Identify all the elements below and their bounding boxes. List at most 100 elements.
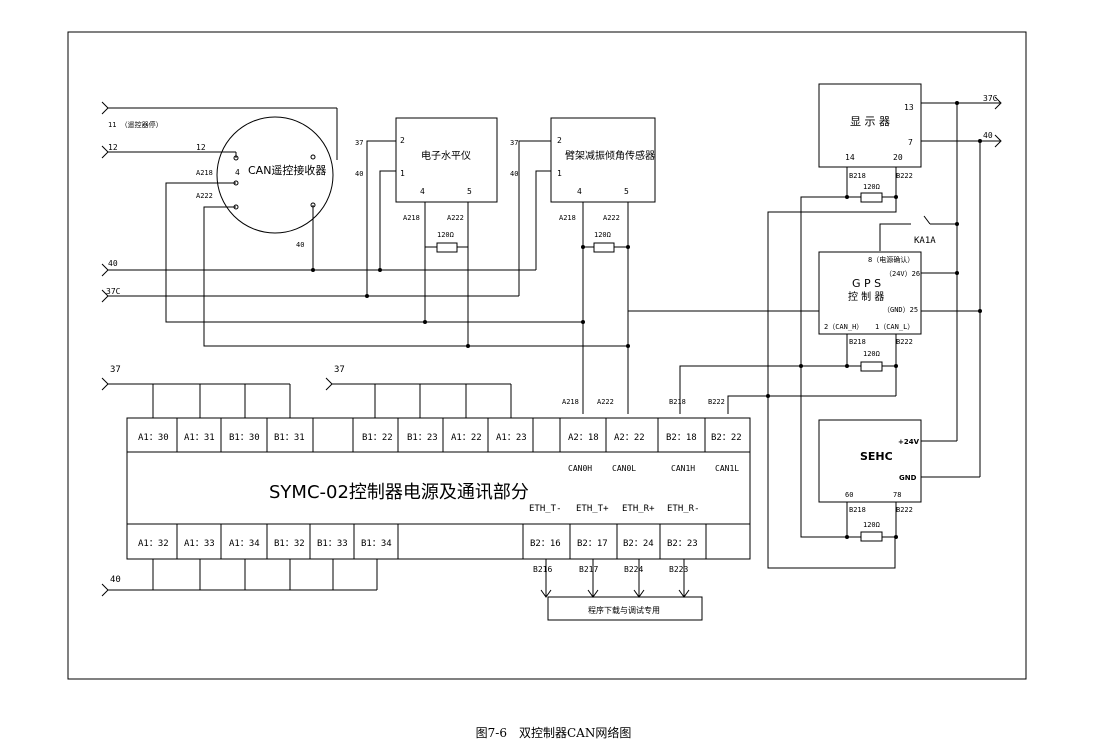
debug-box-label: 程序下载与调试专用: [588, 605, 660, 615]
gps-title-1: G P S: [852, 277, 881, 290]
figure-caption: 图7-6 双控制器CAN网络图: [475, 726, 632, 740]
arm-resistor-label: 120Ω: [594, 231, 611, 239]
wire-11-label: 11 （遥控器停）: [108, 120, 163, 129]
bus37-b-label: 37: [334, 365, 345, 375]
gnd-right-label: 40: [983, 131, 993, 140]
pin-b1-30: B1：30: [229, 433, 260, 443]
sehc-resistor-label: 120Ω: [863, 521, 880, 529]
pin-b1-22: B1：22: [362, 433, 393, 443]
receiver-pin-12: 12: [196, 143, 206, 152]
sehc-title: SEHC: [860, 450, 893, 463]
display-pin-13: 13: [904, 103, 914, 112]
arm-a222: A222: [603, 214, 620, 222]
relay-ka1a: KA1A: [879, 215, 959, 251]
controller-title: SYMC-02控制器电源及通讯部分: [269, 482, 529, 503]
v37-left-label: 37C: [106, 287, 121, 296]
receiver-pin-4: 4: [235, 168, 240, 177]
eth-r-plus: ETH_R+: [622, 504, 655, 514]
gps-can-h: 2（CAN_H）: [824, 323, 863, 331]
arm-wire-40: 40: [510, 170, 518, 178]
debug-b224: B224: [624, 565, 643, 574]
pin-b1-34: B1：34: [361, 539, 392, 549]
display-unit: 显 示 器 13 7 14 20 B218 B222 120Ω 37C 40: [767, 83, 1002, 569]
pin-a1-33: A1：33: [184, 539, 215, 549]
arm-pin-5: 5: [624, 187, 629, 196]
debug-b223: B223: [669, 565, 688, 574]
level-pin-2: 2: [400, 136, 405, 145]
can1l-label: CAN1L: [715, 464, 739, 473]
controller-a218: A218: [562, 398, 579, 406]
pin-a1-32: A1：32: [138, 539, 169, 549]
display-pin-7: 7: [908, 138, 913, 147]
eth-r-minus: ETH_R-: [667, 504, 700, 514]
wire-12-label: 12: [108, 143, 118, 152]
pin-b1-33: B1：33: [317, 539, 348, 549]
gps-controller: 8（电源确认） （24V）26 G P S 控 制 器 （GND）25 2（CA…: [628, 251, 982, 414]
eth-t-minus: ETH_T-: [529, 504, 562, 514]
level-wire-40: 40: [355, 170, 363, 178]
sehc-pin-60: 60: [845, 491, 853, 499]
receiver-pin-40: 40: [296, 241, 304, 249]
arm-pin-2: 2: [557, 136, 562, 145]
pin-a1-31: A1：31: [184, 433, 215, 443]
display-pin-20: 20: [893, 153, 903, 162]
controller-b222: B222: [708, 398, 725, 406]
can0h-label: CAN0H: [568, 464, 592, 473]
gps-pin-8: 8（电源确认）: [868, 255, 914, 264]
eth-t-plus: ETH_T+: [576, 504, 609, 514]
pin-b2-17: B2：17: [577, 539, 608, 549]
v37-right-label: 37C: [983, 94, 998, 103]
can0l-label: CAN0L: [612, 464, 636, 473]
can-receiver-title: CAN遥控接收器: [248, 163, 326, 177]
debug-b217: B217: [579, 565, 598, 574]
sehc-gnd: GND: [899, 474, 917, 482]
display-b218: B218: [849, 172, 866, 180]
pin-a1-23: A1：23: [496, 433, 527, 443]
relay-label: KA1A: [914, 236, 936, 246]
receiver-pin-a218: A218: [196, 169, 213, 177]
pin-a2-22: A2：22: [614, 433, 645, 443]
sehc-pin-78: 78: [893, 491, 901, 499]
pin-a2-18: A2：18: [568, 433, 599, 443]
receiver-pin-a222: A222: [196, 192, 213, 200]
arm-a218: A218: [559, 214, 576, 222]
display-title: 显 示 器: [850, 115, 890, 128]
pin-b2-24: B2：24: [623, 539, 654, 549]
level-pin-5: 5: [467, 187, 472, 196]
electronic-level: 电子水平仪 37 40 2 1 4 5 A218 A222 120Ω: [355, 117, 498, 346]
display-pin-14: 14: [845, 153, 855, 162]
gps-resistor-label: 120Ω: [863, 350, 880, 358]
pin-b2-16: B2：16: [530, 539, 561, 549]
sehc-b222: B222: [896, 506, 913, 514]
arm-sensor: 臂架减振倾角传感器 37 40 2 1 4 5 A218 A222 120Ω: [510, 117, 656, 414]
level-title: 电子水平仪: [421, 149, 471, 162]
gps-can-l: 1（CAN_L）: [875, 323, 914, 331]
controller-a222: A222: [597, 398, 614, 406]
bus40-label: 40: [110, 575, 121, 585]
display-b222: B222: [896, 172, 913, 180]
gps-title-2: 控 制 器: [848, 290, 884, 303]
controller-gnd-bus: 40: [101, 559, 378, 597]
arm-sensor-title: 臂架减振倾角传感器: [565, 149, 655, 162]
junction-dots-left: [311, 245, 630, 348]
level-a222: A222: [447, 214, 464, 222]
gnd-left-label: 40: [108, 259, 118, 268]
arm-pin-1: 1: [557, 169, 562, 178]
pin-a1-30: A1：30: [138, 433, 169, 443]
arm-wire-37: 37: [510, 139, 518, 147]
pin-b1-31: B1：31: [274, 433, 305, 443]
debug-b216: B216: [533, 565, 552, 574]
level-a218: A218: [403, 214, 420, 222]
level-wire-37: 37: [355, 139, 363, 147]
level-pin-4: 4: [420, 187, 425, 196]
drawing-frame: [67, 31, 1027, 680]
pin-b1-23: B1：23: [407, 433, 438, 443]
can-receiver: CAN遥控接收器 12 A218 4 A222 40: [165, 116, 628, 347]
pin-b2-23: B2：23: [667, 539, 698, 549]
sehc-b218: B218: [849, 506, 866, 514]
left-input-wires: 11 （遥控器停） 12 40 37C: [101, 101, 536, 303]
pin-a1-22: A1：22: [451, 433, 482, 443]
sehc-24v: +24V: [898, 438, 920, 446]
gps-pin-26: （24V）26: [885, 270, 920, 278]
display-resistor-label: 120Ω: [863, 183, 880, 191]
